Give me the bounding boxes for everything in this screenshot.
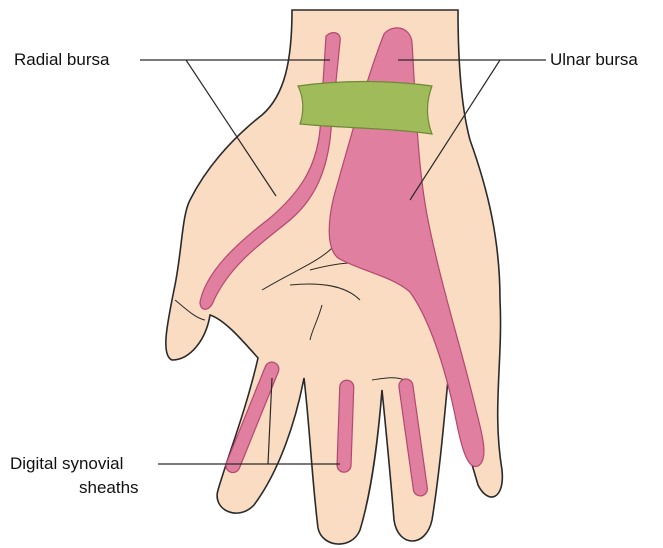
digital-sheath-middle [337, 380, 354, 472]
label-digital-synovial: Digital synovial [10, 454, 123, 474]
label-ulnar-bursa: Ulnar bursa [550, 50, 638, 70]
label-digital-sheaths: sheaths [79, 478, 139, 498]
label-radial-bursa: Radial bursa [14, 50, 109, 70]
